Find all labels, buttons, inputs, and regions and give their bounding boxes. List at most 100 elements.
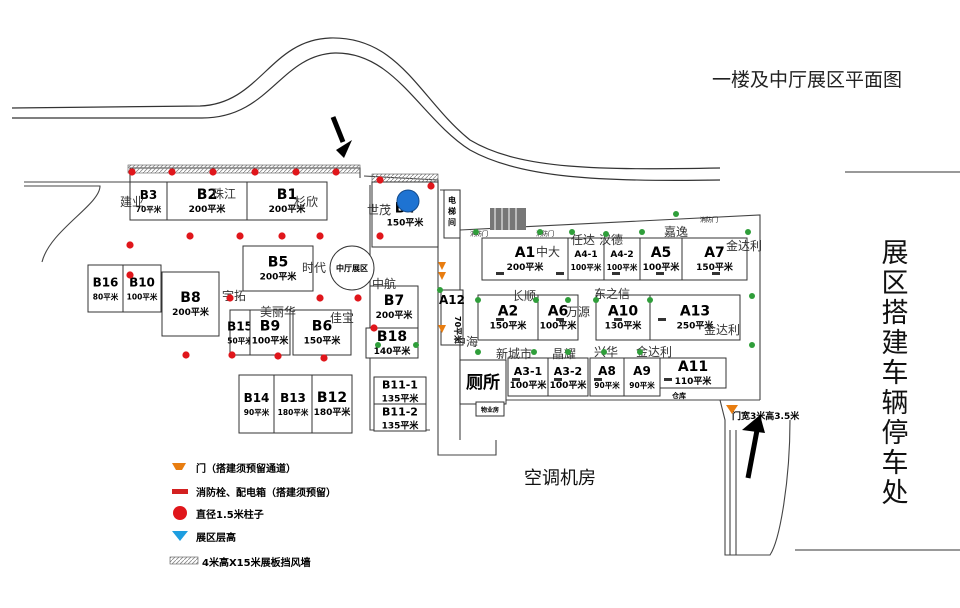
elevator-char: 间 (448, 217, 456, 227)
booth-code: A8 (598, 364, 616, 378)
vendor-label: 长顺 (512, 289, 536, 303)
pillar-icon (316, 232, 324, 240)
legend-text: 4米高X15米展板挡风墙 (202, 556, 311, 569)
wall-icon (169, 556, 199, 565)
booth-area: 80平米 (93, 292, 119, 302)
hydrant-icon (496, 272, 504, 275)
booth-code: A9 (633, 364, 651, 378)
parking-char: 区 (882, 268, 909, 299)
booth-layer: B370平米B2200平米B1200平米B4150平米B5200平米B1680平… (87, 181, 748, 434)
pillar-icon (126, 271, 134, 279)
booth-area: 180平米 (278, 407, 309, 417)
toilet-label: 厕所 (466, 373, 500, 393)
booth-area: 90平米 (629, 380, 655, 390)
post-icon (749, 293, 755, 299)
hydrant-icon (614, 318, 622, 321)
post-icon (565, 297, 571, 303)
booth-area: 100平米 (643, 261, 681, 273)
door-icon (438, 325, 446, 333)
post-icon (475, 297, 481, 303)
door-icon (726, 405, 738, 414)
booth-code: A2 (498, 304, 519, 320)
booth-code: B14 (244, 391, 270, 405)
pillar-icon (354, 294, 362, 302)
pillar-icon (316, 294, 324, 302)
pillar-icon (126, 241, 134, 249)
booth-area: 100平米 (510, 379, 548, 391)
post-icon (745, 229, 751, 235)
pillar-icon (376, 176, 384, 184)
parking-char: 辆 (882, 388, 909, 419)
post-icon (537, 229, 543, 235)
hydrant-icon (594, 378, 602, 381)
pillar-icon (209, 168, 217, 176)
store-room-label: 物业房 (481, 406, 499, 414)
center-hall-label: 中厅展区 (336, 263, 368, 273)
column-icon (396, 189, 420, 213)
legend-text: 门（搭建须预留通道） (196, 462, 296, 475)
booth-a12: A12 70平米 (439, 289, 465, 346)
pillar-icon (168, 168, 176, 176)
booth-area: 200平米 (376, 309, 414, 321)
legend-item: 4米高X15米展板挡风墙 (169, 556, 311, 569)
booth-area: 135平米 (382, 420, 420, 432)
hydrant-icon (556, 272, 564, 275)
vendor-label: 中海 (454, 334, 478, 349)
pillar-icon (320, 354, 328, 362)
legend-text: 展区层高 (196, 531, 236, 544)
booth-area: 100平米 (550, 379, 588, 391)
door-icon (438, 272, 446, 280)
elevator-char: 电 (448, 195, 456, 205)
pillar-icon (236, 232, 244, 240)
booth-code: B16 (93, 276, 119, 290)
booth-area: 90平米 (594, 380, 620, 390)
store-room (475, 401, 505, 417)
post-icon (375, 342, 381, 348)
toilet-room (459, 359, 507, 405)
vendor-label: 美丽华 (260, 305, 296, 319)
booth-code: A5 (651, 245, 672, 261)
legend-text: 消防栓、配电箱（搭建须预留） (196, 486, 336, 499)
post-icon (593, 297, 599, 303)
booth-code: A7 (704, 245, 725, 261)
hydrant-icon (712, 272, 720, 275)
vendor-label: 佳宝 (330, 311, 354, 325)
hydrant-icon (172, 489, 188, 494)
booth-code: B11-2 (382, 406, 418, 419)
post-icon (637, 349, 643, 355)
hydrant-icon (496, 318, 504, 321)
road-outline (11, 37, 721, 182)
post-icon (473, 229, 479, 235)
pillar-icon (173, 506, 187, 520)
booth-area: 90平米 (244, 407, 270, 417)
booth-b16: B16 80平米 (87, 264, 124, 313)
hydrant-icon (612, 272, 620, 275)
door-label-3: 消防门 (700, 216, 718, 224)
vendor-label: 建业 (120, 195, 144, 209)
booth-code: B6 (312, 319, 332, 335)
booth-area: 200平米 (172, 306, 210, 318)
vendor-label: 东之信 (594, 287, 630, 301)
door-icons (438, 262, 738, 414)
booth-area: 130平米 (605, 320, 643, 332)
stairs (490, 208, 526, 230)
vendor-label: 汉德 (599, 232, 623, 247)
hydrant-icon (512, 378, 520, 381)
booth-area: 140平米 (374, 345, 412, 357)
parking-char: 停 (882, 418, 909, 449)
vendor-label: 万源 (566, 305, 590, 319)
post-icon (533, 297, 539, 303)
booth-area: 70平米 (453, 316, 463, 344)
booth-code: A12 (439, 293, 465, 307)
